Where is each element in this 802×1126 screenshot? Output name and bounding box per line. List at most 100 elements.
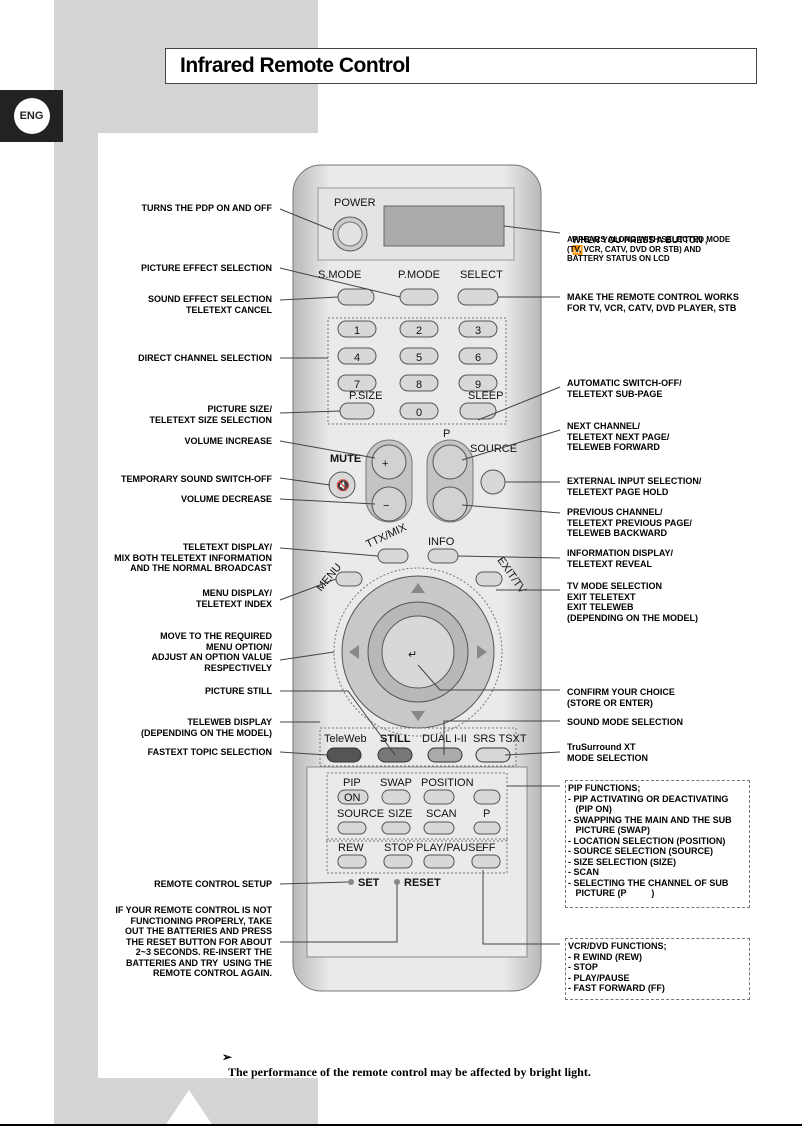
label-picture-still: PICTURE STILL xyxy=(205,686,272,696)
arrow-icon: ➢ xyxy=(222,1050,233,1064)
down-arrow-icon[interactable] xyxy=(411,711,425,721)
gray-band-left xyxy=(54,133,98,1126)
smode-button[interactable] xyxy=(337,288,375,306)
pip-functions-text: PIP FUNCTIONS; - PIP ACTIVATING OR DEACT… xyxy=(568,783,732,898)
enter-button[interactable] xyxy=(381,615,455,689)
language-badge: ENG xyxy=(13,98,50,134)
position-text: POSITION xyxy=(421,777,474,789)
footnote-text: The performance of the remote control ma… xyxy=(228,1065,591,1079)
enter-icon: ↵ xyxy=(408,649,417,661)
source2-text: SOURCE xyxy=(337,808,384,820)
label-previous-channel: PREVIOUS CHANNEL/ TELETEXT PREVIOUS PAGE… xyxy=(567,507,692,538)
digit-label-8: 8 xyxy=(416,379,422,391)
digit-button-0[interactable] xyxy=(399,402,439,420)
label-information: INFORMATION DISPLAY/ TELETEXT REVEAL xyxy=(567,548,674,569)
info-button[interactable] xyxy=(427,548,459,564)
digit-label-0: 0 xyxy=(416,407,422,419)
label-press-button-text: WHEN YOU PRESS A BUTTON , xyxy=(572,234,708,245)
digit-label-3: 3 xyxy=(475,325,481,337)
dpad-outline xyxy=(333,567,503,737)
label-trusurround: TruSurround XT MODE SELECTION xyxy=(567,742,649,763)
digit-button-5[interactable] xyxy=(399,347,439,365)
pip-on-button[interactable] xyxy=(337,789,369,805)
position-button[interactable] xyxy=(423,789,455,805)
source-text: SOURCE xyxy=(470,443,517,455)
digit-button-8[interactable] xyxy=(399,374,439,392)
ff-text: FF xyxy=(482,842,496,854)
label-tv-mode: TV MODE SELECTION EXIT TELETEXT EXIT TEL… xyxy=(567,581,699,623)
label-volume-increase: VOLUME INCREASE xyxy=(184,436,272,446)
label-confirm: CONFIRM YOUR CHOICE (STORE OR ENTER) xyxy=(567,687,675,708)
reset-button[interactable] xyxy=(394,879,400,885)
set-button[interactable] xyxy=(348,879,354,885)
pip-group-outline xyxy=(326,772,508,842)
reset-text: RESET xyxy=(404,877,441,889)
channel-down-button[interactable] xyxy=(432,486,468,522)
digit-label-2: 2 xyxy=(416,325,422,337)
label-sound-mode: SOUND MODE SELECTION xyxy=(567,717,684,727)
pip-size-button[interactable] xyxy=(381,821,411,835)
pmode-text: P.MODE xyxy=(398,269,440,281)
dual-button[interactable] xyxy=(427,747,463,763)
title-box: Infrared Remote Control xyxy=(165,48,757,84)
label-next-channel: NEXT CHANNEL/ TELETEXT NEXT PAGE/ TELEWE… xyxy=(567,421,670,452)
pip-channel-down-button[interactable] xyxy=(473,821,501,835)
info-text: INFO xyxy=(428,536,455,548)
digit-button-6[interactable] xyxy=(458,347,498,365)
select-button[interactable] xyxy=(457,288,499,306)
exit-button[interactable] xyxy=(475,571,503,587)
digit-label-4: 4 xyxy=(354,352,360,364)
set-text: SET xyxy=(358,877,380,889)
digit-button-9[interactable] xyxy=(458,374,498,392)
bottom-rule xyxy=(0,1124,802,1126)
digit-button-2[interactable] xyxy=(399,320,439,338)
playpause-button[interactable] xyxy=(423,854,455,869)
sleep-button[interactable] xyxy=(459,402,497,420)
label-picture-effect: PICTURE EFFECT SELECTION xyxy=(140,263,272,273)
right-arrow-icon[interactable] xyxy=(477,645,487,659)
pip-scan-button[interactable] xyxy=(423,821,455,835)
pmode-button[interactable] xyxy=(399,288,439,306)
volume-up-button[interactable] xyxy=(371,444,407,480)
power-text: POWER xyxy=(334,197,376,209)
digit-button-1[interactable] xyxy=(337,320,377,338)
language-tab: ENG xyxy=(0,90,63,142)
page-tab-triangle xyxy=(165,1090,213,1126)
swap-button[interactable] xyxy=(381,789,411,805)
signal-icon: 📶 xyxy=(572,245,584,255)
pip-channel-up-button[interactable] xyxy=(473,789,501,805)
rew-button[interactable] xyxy=(337,854,367,869)
mute-text: MUTE xyxy=(330,453,361,465)
teleweb-button[interactable] xyxy=(326,747,362,763)
channel-up-button[interactable] xyxy=(432,444,468,480)
up-arrow-icon[interactable] xyxy=(411,583,425,593)
digit-button-4[interactable] xyxy=(337,347,377,365)
label-picture-size: PICTURE SIZE/ TELETEXT SIZE SELECTION xyxy=(149,404,272,425)
psize-button[interactable] xyxy=(339,402,375,420)
ttx-button[interactable] xyxy=(377,548,409,564)
ff-button[interactable] xyxy=(471,854,501,869)
digit-label-7: 7 xyxy=(354,379,360,391)
vcr-functions-box: VCR/DVD FUNCTIONS; - R EWIND (REW) - STO… xyxy=(565,938,750,1000)
pip-source-button[interactable] xyxy=(337,821,367,835)
left-arrow-icon[interactable] xyxy=(349,645,359,659)
label-sound-effect: SOUND EFFECT SELECTION TELETEXT CANCEL xyxy=(147,294,272,315)
color-row-outline xyxy=(319,727,517,767)
rew-text: REW xyxy=(338,842,364,854)
label-menu-display: MENU DISPLAY/ TELETEXT INDEX xyxy=(195,588,272,609)
label-sleep: AUTOMATIC SWITCH-OFF/ TELETEXT SUB-PAGE xyxy=(567,378,682,399)
vcr-group-outline xyxy=(326,838,508,874)
label-remote-setup: REMOTE CONTROL SETUP xyxy=(154,879,272,889)
minus-icon: − xyxy=(383,500,389,512)
digit-button-7[interactable] xyxy=(337,374,377,392)
digit-button-3[interactable] xyxy=(458,320,498,338)
label-volume-decrease: VOLUME DECREASE xyxy=(180,494,272,504)
footnote: ➢ The performance of the remote control … xyxy=(216,1035,591,1080)
teleweb-text: TeleWeb xyxy=(324,733,367,745)
label-press-button: WHEN YOU PRESS A BUTTON , 📶 xyxy=(567,224,708,256)
stop-button[interactable] xyxy=(383,854,413,869)
source-button[interactable] xyxy=(480,469,506,495)
menu-button[interactable] xyxy=(335,571,363,587)
on-text: ON xyxy=(344,792,361,804)
srs-button[interactable] xyxy=(475,747,511,763)
